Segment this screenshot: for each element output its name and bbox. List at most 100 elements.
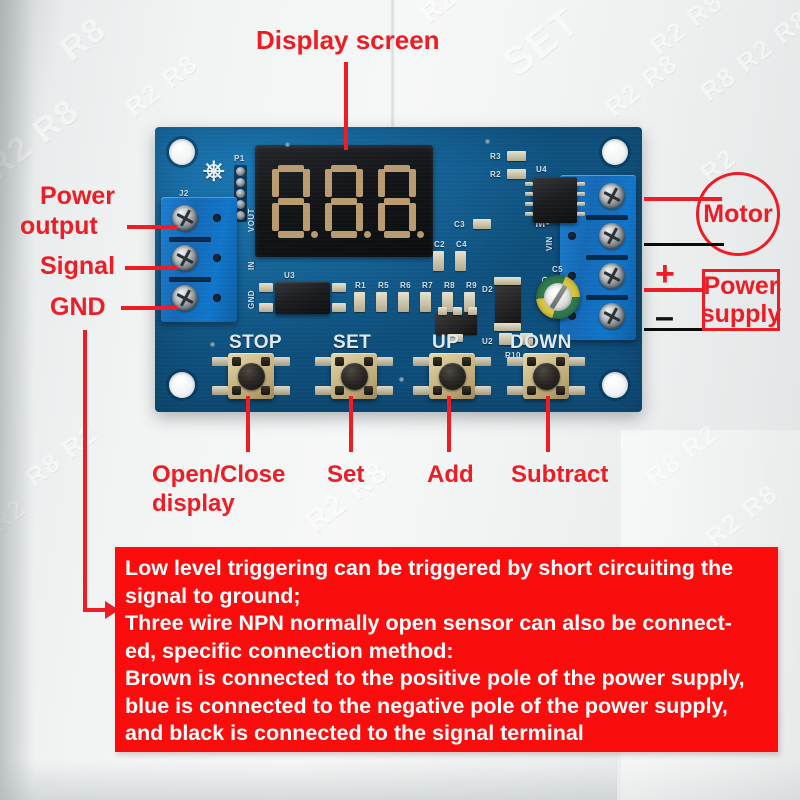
segment-b xyxy=(355,169,363,197)
wire-hole xyxy=(568,312,576,320)
brand-logo-icon: ⎈ xyxy=(203,155,225,185)
terminal-slot xyxy=(586,295,628,300)
button-cap[interactable] xyxy=(237,362,265,390)
leader-line-note-horizontal xyxy=(83,608,108,612)
button-pad xyxy=(475,357,491,366)
silk-label-vout: VOUT xyxy=(247,208,256,232)
callout-power-supply: Power supply xyxy=(701,269,781,331)
watermark-text: R8 xyxy=(53,9,114,69)
tactile-button-set[interactable] xyxy=(315,353,393,399)
wire-hole xyxy=(568,272,576,280)
silk-label-in: IN xyxy=(247,261,256,270)
tactile-button-down[interactable] xyxy=(507,353,585,399)
callout-power-output-line1: Power xyxy=(40,182,116,210)
header-pin xyxy=(236,200,245,209)
ic-leg xyxy=(525,192,533,196)
silk-label-j2: J2 xyxy=(179,189,189,198)
silk-label-vin: VIN xyxy=(545,236,555,251)
callout-motor-label: Motor xyxy=(703,199,773,228)
smd-pad xyxy=(259,303,273,312)
callout-signal: Signal xyxy=(40,252,116,280)
button-pin xyxy=(364,386,373,395)
button-pad xyxy=(377,357,393,366)
mounting-hole xyxy=(169,372,195,398)
button-pin xyxy=(261,357,270,366)
tactile-button-up[interactable] xyxy=(413,353,491,399)
tactile-button-stop[interactable] xyxy=(212,353,290,399)
mounting-hole xyxy=(602,372,628,398)
button-pin xyxy=(527,357,536,366)
terminal-slot xyxy=(169,277,211,282)
callout-minus-sign: – xyxy=(655,298,674,336)
silk-label-up: UP xyxy=(432,332,460,353)
display-digit xyxy=(323,164,371,238)
screw-terminal-mminus[interactable] xyxy=(599,223,625,249)
wire-hole xyxy=(568,232,576,240)
button-pad xyxy=(212,357,228,366)
leader-line-power-minus xyxy=(644,328,702,331)
leader-line-power-output xyxy=(127,225,177,229)
screw-terminal-vin[interactable] xyxy=(599,263,625,289)
diode-pad xyxy=(494,323,521,331)
note-line-4: ed, specific connection method: xyxy=(125,638,454,663)
screw-terminal-mplus[interactable] xyxy=(599,183,625,209)
ic-leg xyxy=(525,202,533,206)
segment-a xyxy=(330,165,357,172)
screw-terminal-gnd-power[interactable] xyxy=(599,303,625,329)
button-pad xyxy=(569,357,585,366)
button-pin xyxy=(364,357,373,366)
ic-leg xyxy=(577,202,585,206)
pin-header-p1 xyxy=(234,165,247,222)
callout-gnd: GND xyxy=(50,293,106,321)
smd-pad xyxy=(259,283,273,292)
silk-label-u4: U4 xyxy=(536,165,548,174)
button-cap[interactable] xyxy=(340,362,368,390)
silk-label-u3: U3 xyxy=(284,271,296,280)
segment-e xyxy=(324,203,332,231)
smd-pad xyxy=(468,307,477,315)
button-pad xyxy=(274,386,290,395)
segment-e xyxy=(377,203,385,231)
note-line-7: and black is connected to the signal ter… xyxy=(125,721,584,746)
segment-c xyxy=(303,203,311,231)
button-pin xyxy=(462,386,471,395)
silk-label-c2: C2 xyxy=(434,240,446,249)
button-cap[interactable] xyxy=(438,362,466,390)
via xyxy=(285,142,290,147)
button-pad xyxy=(274,357,290,366)
button-pin xyxy=(527,386,536,395)
button-pad xyxy=(377,386,393,395)
ic-leg xyxy=(577,192,585,196)
watermark-text: R2 R8 R2 xyxy=(644,0,766,61)
transistor-sot23 xyxy=(435,313,477,335)
potentiometer-c5[interactable] xyxy=(536,275,580,319)
resistor-r5 xyxy=(376,292,387,312)
smd-pad xyxy=(438,307,447,315)
silk-label-r9: R9 xyxy=(466,281,478,290)
callout-display-screen: Display screen xyxy=(256,25,440,55)
leader-line-motor-minus xyxy=(644,243,724,246)
button-pad xyxy=(413,357,429,366)
button-pad xyxy=(507,357,523,366)
wire-hole xyxy=(213,254,221,262)
segment-c xyxy=(408,203,416,231)
leader-line-set xyxy=(349,396,353,452)
button-cap[interactable] xyxy=(532,362,560,390)
terminal-slot xyxy=(169,237,211,242)
mounting-hole xyxy=(169,139,195,165)
callout-open-close-line1: Open/Close xyxy=(152,461,286,488)
button-pad xyxy=(315,357,331,366)
callout-set: Set xyxy=(327,461,365,488)
button-pin xyxy=(462,357,471,366)
note-line-1: Low level triggering can be triggered by… xyxy=(125,556,734,580)
button-pin xyxy=(556,357,565,366)
silk-label-r3: R3 xyxy=(490,152,502,161)
diode-d2 xyxy=(495,282,521,326)
watermark-text: R8 R2 xyxy=(639,417,724,493)
terminal-slot xyxy=(586,255,628,260)
ic-leg xyxy=(525,212,533,216)
note-line-3: Three wire NPN normally open sensor can … xyxy=(125,611,732,636)
button-pad xyxy=(475,386,491,395)
smd-pad xyxy=(332,303,346,312)
leader-line-motor-plus xyxy=(644,197,722,201)
